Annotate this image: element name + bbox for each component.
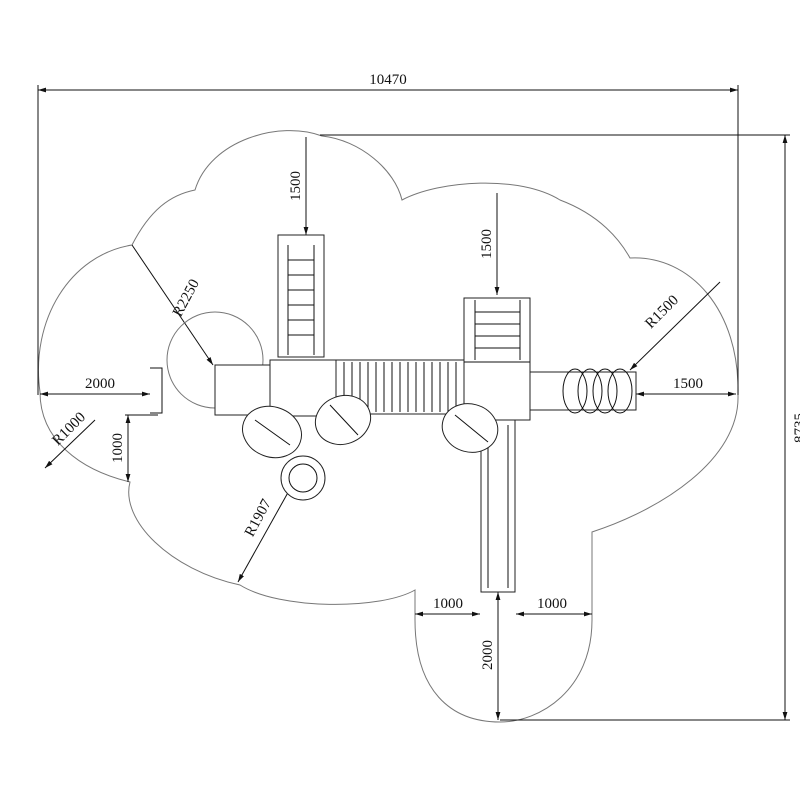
left-lower-offset-label: 1000 [110,433,126,463]
bottom-left-radius-label: R1000 [49,409,89,449]
left-radius-label: R2250 [170,277,203,320]
overall-width-label: 10470 [369,72,407,88]
slide-left-clearance-label: 1000 [433,596,463,612]
top-mid-clearance-label: 1500 [479,229,495,259]
overall-height-dimension: 8735 [320,134,800,721]
slide-end-clearance-label: 2000 [480,640,496,670]
overall-width-dimension: 10470 [37,72,739,395]
right-clearance-label: 1500 [673,376,703,392]
leaf-roof [242,394,499,459]
overall-height-label: 8735 [792,413,800,443]
play-structure [150,234,637,593]
slide-right-clearance-label: 1000 [537,596,567,612]
right-radius-label: R1500 [642,292,682,332]
lower-radius-label: R1907 [242,496,275,539]
left-clearance-label: 2000 [85,376,115,392]
safety-zone-outline [38,130,739,723]
top-left-clearance-label: 1500 [288,171,304,201]
